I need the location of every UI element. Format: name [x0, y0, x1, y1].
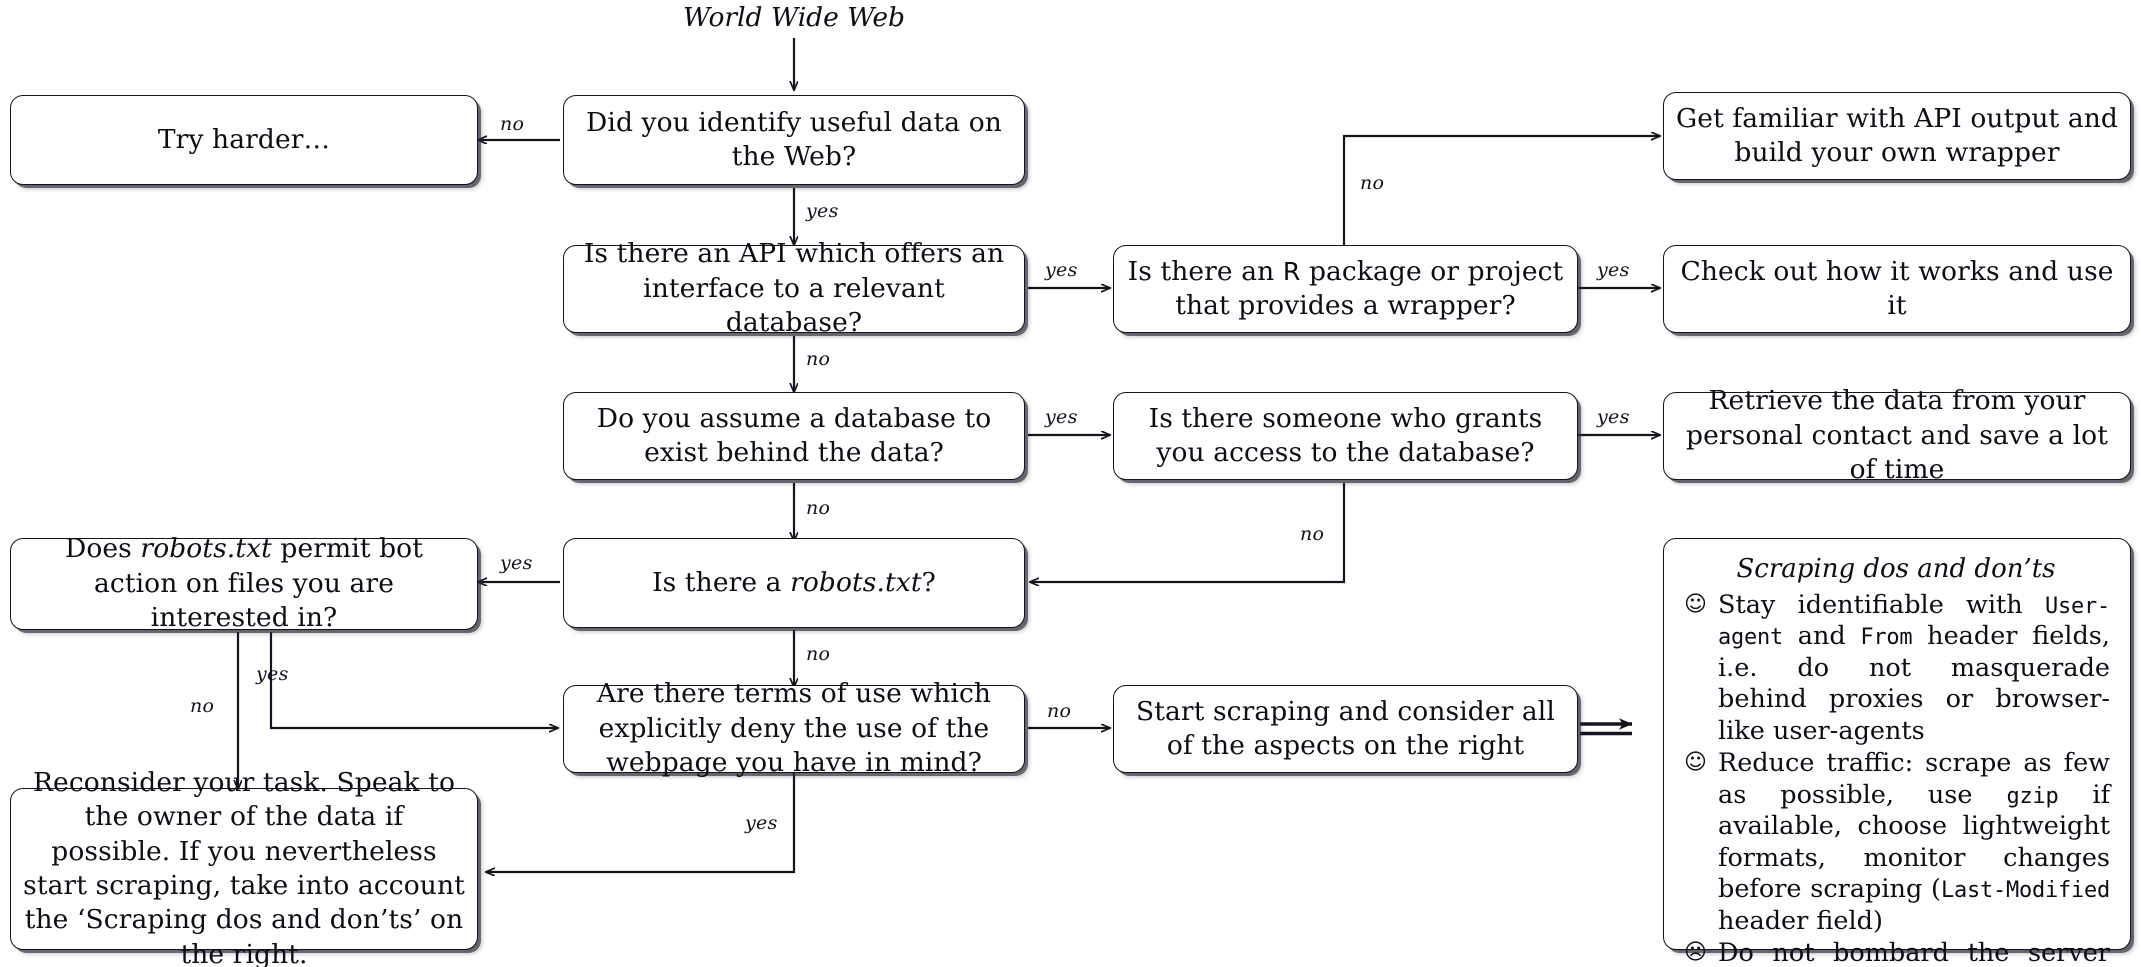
- node-assume-db-label: Do you assume a database to exist behind…: [596, 402, 992, 468]
- node-robots-exists-label: Is there a robots.txt?: [652, 566, 936, 598]
- node-grants-access-label: Is there someone who grants you access t…: [1148, 402, 1543, 468]
- node-identify-data-label: Did you identify useful data on the Web?: [586, 106, 1002, 172]
- edge-label-assume-no: no: [806, 497, 831, 519]
- edge-label-identify-yes: yes: [806, 200, 839, 222]
- edge-permit-yes-terms: [269, 632, 558, 728]
- smiling-face-icon: ☺: [1684, 592, 1707, 617]
- node-robots-permit-label: Does robots.txt permit bot action on fil…: [65, 533, 423, 634]
- edge-label-grants-yes: yes: [1597, 406, 1630, 428]
- node-scraping-tips-panel[interactable]: Scraping dos and don’ts ☺ Stay identifiab…: [1663, 538, 2131, 967]
- edge-label-terms-no: no: [1047, 700, 1072, 722]
- node-reconsider-label: Reconsider your task. Speak to the owner…: [23, 766, 465, 967]
- edge-startscraping-implies-tips: [1580, 718, 1633, 736]
- node-r-package-label: Is there an R package or project that pr…: [1127, 255, 1564, 321]
- edge-label-api-yes: yes: [1045, 259, 1078, 281]
- node-try-harder[interactable]: Try harder…: [10, 95, 478, 185]
- edge-label-terms-yes: yes: [745, 812, 778, 834]
- tips-item-text: Do not bombard the server with unnecessa…: [1718, 938, 2110, 967]
- node-check-wrapper-label: Check out how it works and use it: [1680, 255, 2114, 321]
- edge-label-api-no: no: [806, 348, 831, 370]
- node-start-scraping-label: Start scraping and consider all of the a…: [1136, 695, 1555, 761]
- tips-list-item: ☺ Stay identifiable with User-agent and F…: [1682, 590, 2110, 747]
- edge-label-rpkg-yes: yes: [1597, 259, 1630, 281]
- node-grants-access[interactable]: Is there someone who grants you access t…: [1113, 392, 1578, 480]
- code-token: User-agent: [1718, 594, 2110, 651]
- edge-label-rpkg-no: no: [1360, 172, 1385, 194]
- node-try-harder-label: Try harder…: [157, 123, 331, 155]
- tips-list: ☺ Stay identifiable with User-agent and F…: [1682, 590, 2110, 967]
- tips-list-item: ☹ Do not bombard the server with unnecess…: [1682, 938, 2110, 967]
- tips-item-text: Stay identifiable with User-agent and Fr…: [1718, 590, 2110, 746]
- diagram-title: World Wide Web: [683, 2, 905, 33]
- node-robots-exists[interactable]: Is there a robots.txt?: [563, 538, 1025, 628]
- node-build-wrapper[interactable]: Get familiar with API output and build y…: [1663, 92, 2131, 180]
- node-check-wrapper[interactable]: Check out how it works and use it: [1663, 245, 2131, 333]
- node-retrieve-personal-label: Retrieve the data from your personal con…: [1686, 385, 2108, 486]
- node-r-package[interactable]: Is there an R package or project that pr…: [1113, 245, 1578, 333]
- code-token: Last-Modified: [1941, 878, 2110, 904]
- edge-grants-no-robotsexists: [1030, 483, 1346, 582]
- edge-rpackage-no-buildwrapper: [1342, 136, 1660, 245]
- node-reconsider[interactable]: Reconsider your task. Speak to the owner…: [10, 767, 478, 967]
- node-robots-permit[interactable]: Does robots.txt permit bot action on fil…: [10, 533, 478, 633]
- code-token: gzip: [2006, 783, 2059, 809]
- node-api-exists-label: Is there an API which offers an interfac…: [583, 238, 1005, 339]
- edge-label-grants-no: no: [1300, 523, 1325, 545]
- node-terms-of-use[interactable]: Are there terms of use which explicitly …: [563, 678, 1025, 778]
- node-identify-data[interactable]: Did you identify useful data on the Web?: [563, 95, 1025, 185]
- smiling-face-icon: ☺: [1684, 750, 1707, 776]
- code-token: From: [1860, 625, 1913, 651]
- edge-label-robots-no: no: [806, 643, 831, 665]
- node-terms-of-use-label: Are there terms of use which explicitly …: [596, 678, 992, 779]
- tips-panel-title: Scraping dos and don’ts: [1736, 554, 2056, 584]
- node-start-scraping[interactable]: Start scraping and consider all of the a…: [1113, 685, 1578, 773]
- edge-label-identify-no: no: [500, 113, 525, 135]
- node-retrieve-personal[interactable]: Retrieve the data from your personal con…: [1663, 385, 2131, 485]
- tips-list-item: ☺ Reduce traffic: scrape as few as possib…: [1682, 748, 2110, 937]
- edge-label-permit-yes: yes: [256, 663, 289, 685]
- frowning-face-icon: ☹: [1684, 940, 1707, 966]
- tips-item-text: Reduce traffic: scrape as few as possibl…: [1718, 748, 2111, 936]
- node-build-wrapper-label: Get familiar with API output and build y…: [1676, 102, 2118, 168]
- node-assume-db[interactable]: Do you assume a database to exist behind…: [563, 392, 1025, 480]
- edge-label-permit-no: no: [190, 695, 215, 717]
- node-api-exists[interactable]: Is there an API which offers an interfac…: [563, 238, 1025, 338]
- edge-label-assume-yes: yes: [1045, 406, 1078, 428]
- edge-label-robots-yes: yes: [500, 552, 533, 574]
